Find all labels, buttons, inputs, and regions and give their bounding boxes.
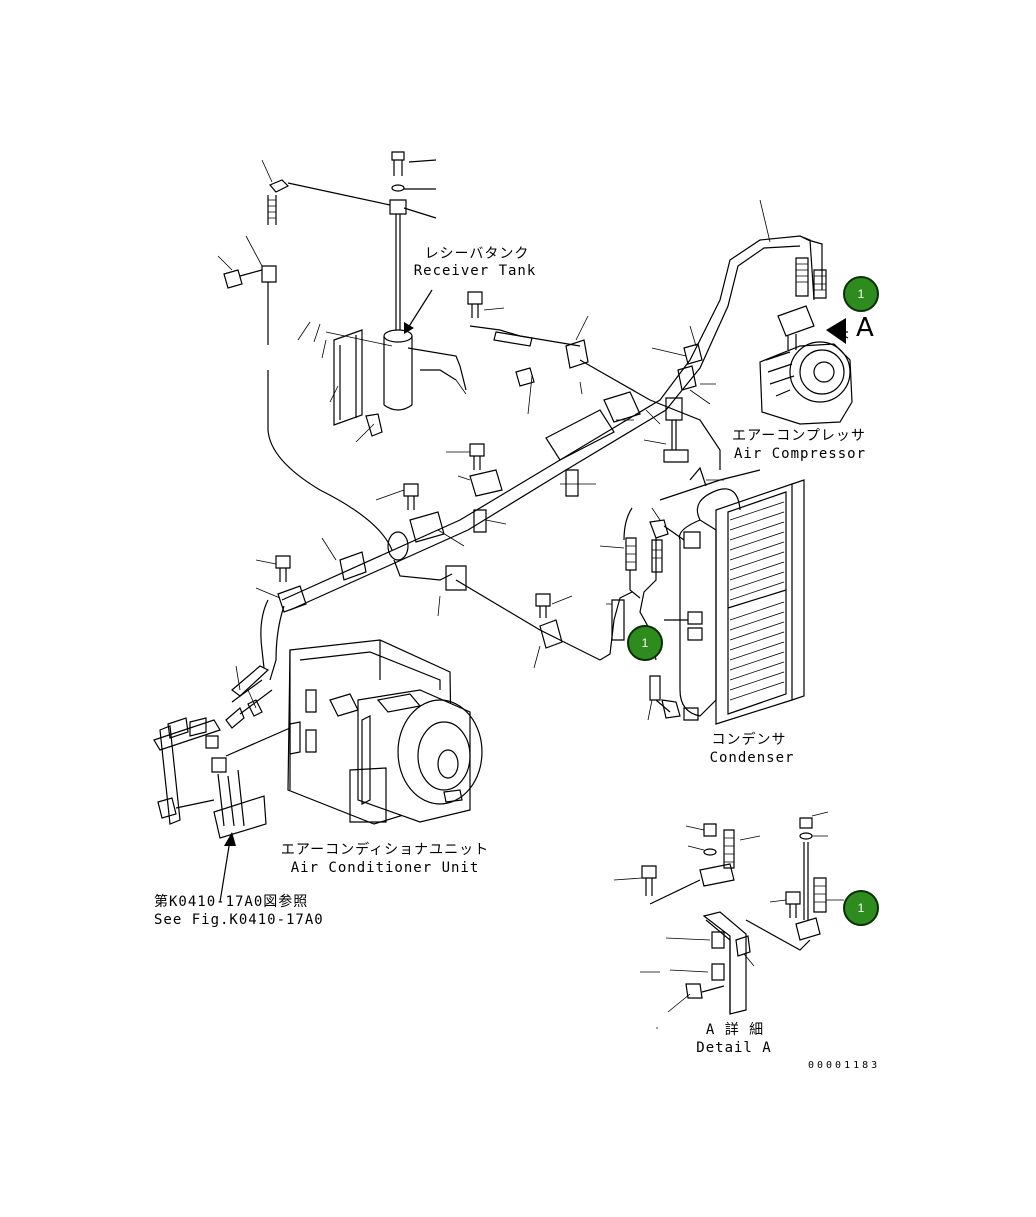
condenser-label-en: Condenser [709, 750, 795, 766]
condenser-assembly [599, 466, 805, 725]
callout-compressor[interactable]: 1 [843, 276, 879, 312]
ac-unit-label-en: Air Conditioner Unit [290, 860, 480, 876]
detail-view-letter: A [856, 313, 874, 343]
receiver-tank-label-en: Receiver Tank [413, 263, 537, 279]
air-compressor-label-jp: エアーコンプレッサ [732, 428, 866, 444]
detail-a-view [613, 811, 844, 1029]
air-conditioner-unit [153, 599, 483, 903]
ac-unit-label-jp: エアーコンディショナユニット [280, 842, 490, 858]
receiver-tank-label-jp: レシーバタンク [424, 246, 530, 262]
drawing-number: 00001183 [808, 1060, 881, 1071]
detail-a-label-en: Detail A [696, 1040, 772, 1056]
see-fig-label-jp: 第K0410-17A0図参照 [154, 894, 309, 910]
air-compressor-label-en: Air Compressor [733, 446, 867, 462]
callout-condenser[interactable]: 1 [627, 625, 663, 661]
main-tube-run [255, 235, 809, 669]
detail-a-label-jp: A 詳 細 [705, 1022, 765, 1038]
air-compressor-assembly [759, 199, 853, 425]
callout-detail[interactable]: 1 [843, 890, 879, 926]
condenser-label-jp: コンデンサ [711, 732, 787, 748]
see-fig-label-en: See Fig.K0410-17A0 [154, 912, 324, 928]
receiver-tank-assembly [217, 151, 467, 551]
